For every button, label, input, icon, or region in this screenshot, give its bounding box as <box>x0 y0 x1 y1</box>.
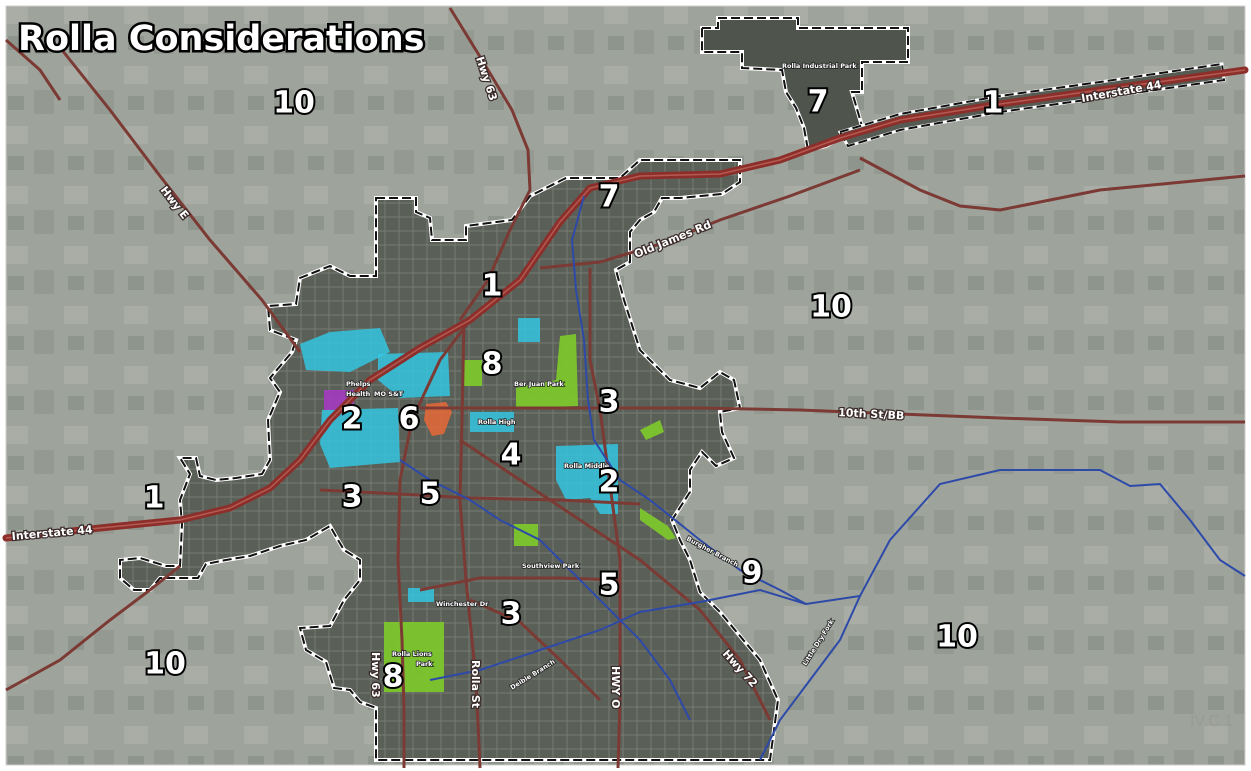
park-rolla-lions <box>384 622 444 692</box>
road-rolla-st <box>458 319 482 769</box>
school-areas <box>300 318 618 602</box>
school-area-rolla-high <box>470 412 514 432</box>
road-hwy-72 <box>459 438 772 721</box>
park-greenway <box>640 508 676 540</box>
label-rolla-high: Rolla High <box>478 418 516 426</box>
marker-8-center: 8 <box>482 347 503 382</box>
park-ber-juan <box>516 334 578 408</box>
road-cross-center <box>319 488 641 506</box>
road-network <box>5 7 1246 769</box>
road-hwy-e <box>60 49 302 353</box>
downtown-area <box>424 402 452 436</box>
road-10th-st <box>420 406 1245 424</box>
marker-1-east: 1 <box>983 86 1004 121</box>
stream-little-dry <box>759 595 861 761</box>
label-mo-st: MO S&T <box>374 390 404 398</box>
school-area-rolla-middle <box>556 444 618 514</box>
marker-7-north: 7 <box>808 85 829 120</box>
stream-north <box>570 195 807 605</box>
label-hwy-o: HWY O <box>609 666 622 709</box>
marker-6-downtown: 6 <box>399 402 420 437</box>
marker-5-south: 5 <box>599 568 620 603</box>
marker-5-center: 5 <box>420 477 441 512</box>
marker-3-east: 3 <box>599 385 620 420</box>
marker-10-southeast: 10 <box>936 620 978 655</box>
marker-7-center: 7 <box>599 180 620 215</box>
school-area-south <box>408 588 434 602</box>
marker-1-west: 1 <box>144 481 165 516</box>
road-old-james <box>539 168 861 270</box>
interstate-44-centerline <box>5 69 1246 539</box>
marker-9-branch: 9 <box>742 556 763 591</box>
park-east <box>640 420 664 440</box>
stream-south <box>429 469 1246 681</box>
road-hwy-63-north <box>448 7 532 321</box>
label-rolla-lions-line1: Rolla Lions <box>392 650 432 658</box>
stream-deible <box>399 459 691 721</box>
streams <box>399 195 1246 761</box>
road-south-loop <box>469 598 602 702</box>
park-southview <box>514 524 538 546</box>
interstate-corridor-boundary <box>838 62 1226 148</box>
marker-2-west: 2 <box>342 402 363 437</box>
map-title: Rolla Considerations <box>18 19 424 59</box>
marker-1-center: 1 <box>482 269 503 304</box>
park-north <box>462 360 482 386</box>
label-rolla-lions-line2: Park <box>416 660 433 668</box>
label-phelps-health-line2: Health <box>346 390 371 398</box>
label-southview-park: Southview Park <box>522 562 580 570</box>
city-limits-boundary <box>119 159 780 761</box>
consideration-markers: 10 7 1 7 10 1 8 3 2 6 4 2 1 3 5 9 5 3 10… <box>142 83 1006 697</box>
park-areas <box>384 334 676 692</box>
road-south-arc <box>419 576 621 592</box>
label-10th-st-bb: 10th St/BB <box>838 406 905 422</box>
school-area-northeast <box>518 318 540 342</box>
marker-10-nw: 10 <box>273 86 315 121</box>
marker-8-south: 8 <box>383 660 404 695</box>
label-phelps-health-line1: Phelps <box>346 380 371 388</box>
marker-3-south: 3 <box>501 597 522 632</box>
label-rolla-st: Rolla St <box>469 660 482 708</box>
road-northwest <box>5 38 62 101</box>
label-ber-juan-park: Ber Juan Park <box>514 380 564 388</box>
label-rolla-middle: Rolla Middle <box>564 462 610 470</box>
label-winchester-dr: Winchester Dr <box>436 600 489 608</box>
school-area-campus <box>320 408 400 468</box>
label-industrial-park: Rolla Industrial Park <box>782 62 857 70</box>
school-area-north <box>300 328 390 372</box>
road-southwest <box>5 564 181 692</box>
label-hwy-63-south: Hwy 63 <box>369 652 382 698</box>
road-hwy-63-south <box>396 319 472 768</box>
marker-3-west: 3 <box>342 480 363 515</box>
road-east-link <box>859 156 1246 212</box>
marker-10-east: 10 <box>810 290 852 325</box>
marker-4-center: 4 <box>501 438 522 473</box>
marker-2-east: 2 <box>599 465 620 500</box>
marker-10-southwest: 10 <box>144 647 186 682</box>
road-hwy-o <box>588 268 622 769</box>
page-reference: IV.C.1 <box>1190 713 1233 730</box>
map-frame <box>5 5 1246 766</box>
